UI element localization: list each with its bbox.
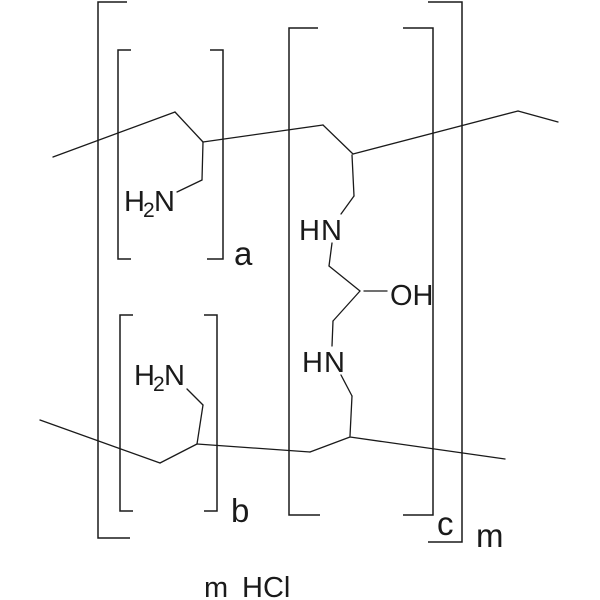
bond (349, 436, 506, 460)
bond (186, 388, 204, 406)
bracket-c-right (403, 27, 434, 516)
bond (201, 141, 204, 181)
atom-label-h: H (124, 186, 145, 218)
label-hn-bottom: H N (302, 347, 345, 379)
atom-label-h: H (302, 347, 323, 379)
bond (52, 111, 176, 158)
bracket-unit-a (117, 49, 224, 260)
bracket-a-left (117, 49, 131, 260)
bond (309, 436, 351, 453)
bottom-backbone (39, 419, 506, 464)
unit-a-sidechain (176, 141, 204, 193)
bond (351, 154, 355, 197)
bracket-outer-left (97, 1, 130, 539)
bracket-unit-c (288, 27, 434, 516)
unit-b-sidechain (186, 388, 204, 445)
bond (328, 265, 361, 292)
bond (39, 419, 161, 464)
atom-label-h: H (134, 360, 155, 392)
bond (340, 195, 355, 215)
bracket-a-right (207, 49, 224, 260)
repeat-label-m: m (476, 517, 504, 554)
bracket-unit-b (119, 314, 218, 512)
bond (352, 110, 519, 155)
label-oh: OH (390, 280, 434, 312)
atom-label-subscript: 2 (143, 199, 155, 222)
repeat-label-a: a (234, 235, 253, 272)
top-backbone (52, 110, 559, 158)
bracket-b-left (119, 314, 133, 512)
bond (340, 374, 353, 397)
repeat-label-c: c (437, 505, 454, 542)
bond (174, 111, 204, 143)
bond (322, 124, 354, 155)
atom-label-n: N (321, 215, 342, 247)
bond (328, 242, 333, 267)
salt-notation: m HCl (204, 572, 290, 600)
unit-c-crosslink (328, 154, 388, 437)
bond (332, 290, 361, 322)
bracket-c-left (288, 27, 320, 516)
atom-label-n: N (164, 360, 185, 392)
bond (196, 443, 311, 453)
atom-label-n: N (324, 347, 345, 379)
salt-formula: HCl (242, 572, 290, 600)
bond (517, 110, 559, 123)
bond (159, 443, 198, 464)
outer-bracket-m (97, 1, 463, 543)
bracket-outer-right (428, 1, 463, 543)
bond (202, 124, 324, 143)
atom-label-n: N (154, 186, 175, 218)
atom-label-h: H (299, 215, 320, 247)
bond (331, 320, 334, 347)
salt-coefficient: m (204, 572, 228, 600)
bond (176, 179, 203, 193)
label-hn-top: H N (299, 215, 342, 247)
label-h2n-unit-a: H 2 N (124, 186, 175, 222)
bracket-b-right (204, 314, 218, 512)
atom-label-subscript: 2 (153, 373, 165, 396)
label-h2n-unit-b: H 2 N (134, 360, 185, 396)
repeat-label-b: b (231, 492, 249, 529)
bond (196, 404, 204, 445)
bond (349, 395, 353, 437)
